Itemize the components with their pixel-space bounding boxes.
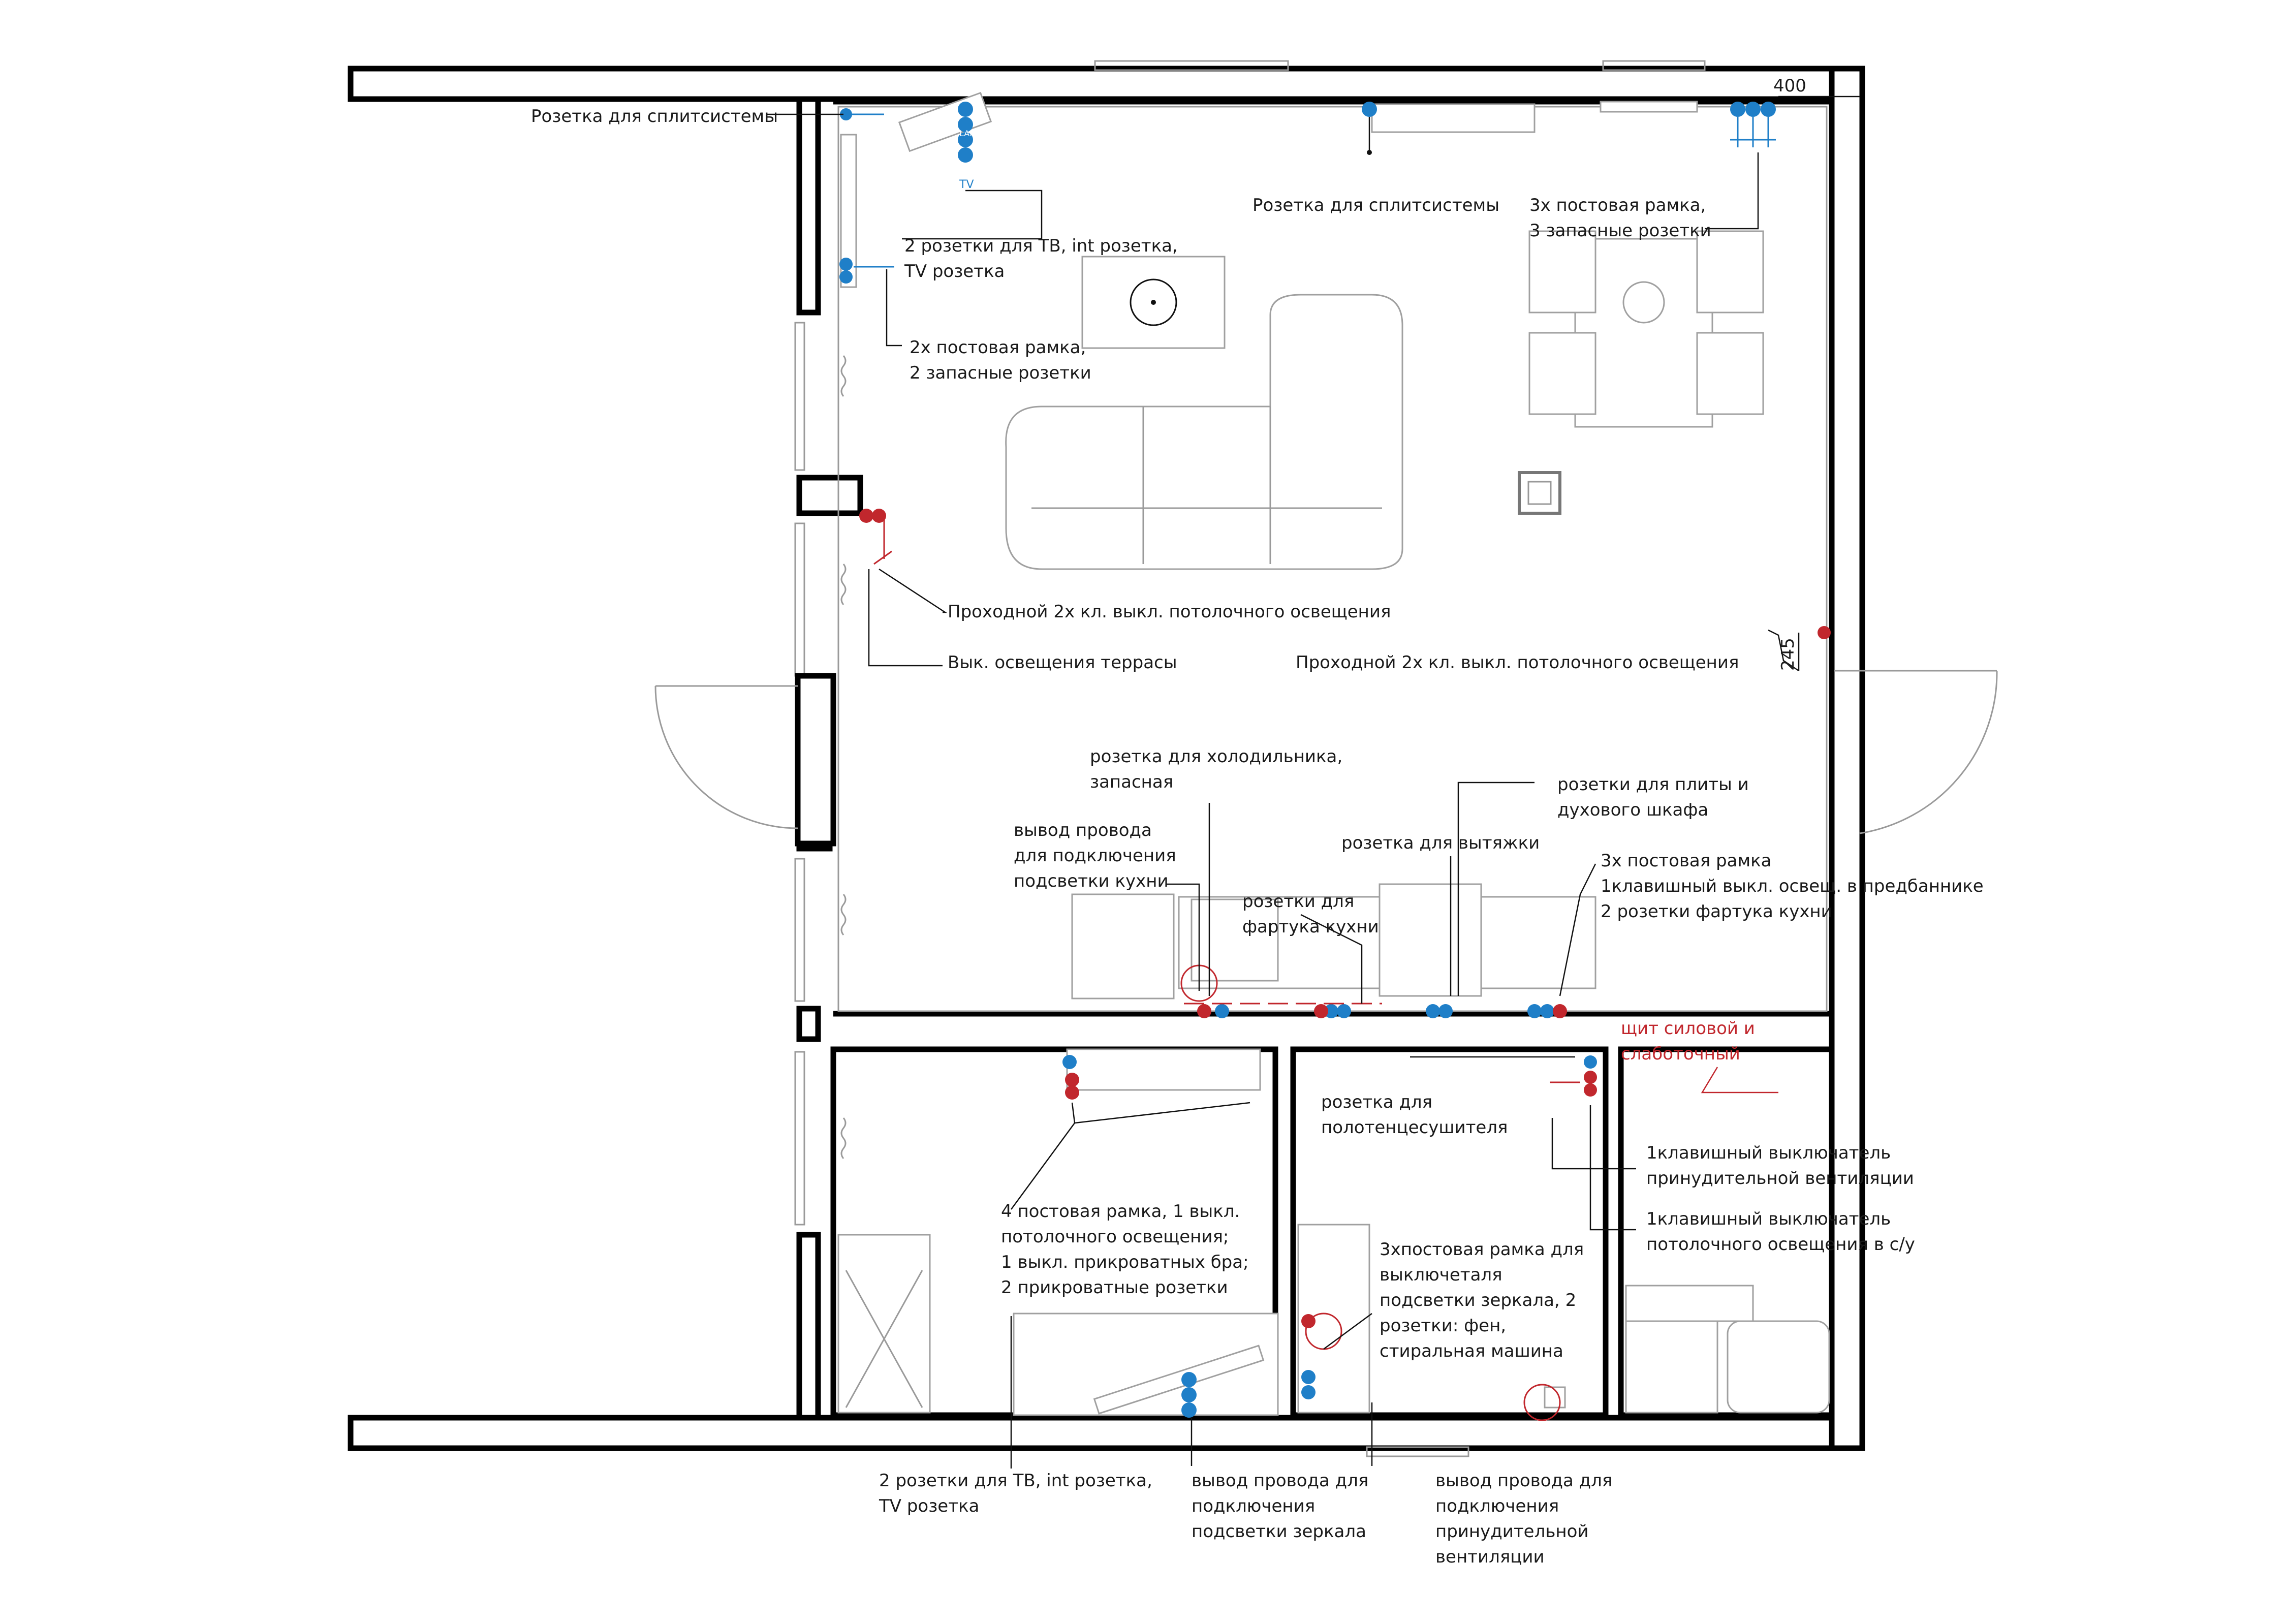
label-fridge-line2: запасная bbox=[1090, 772, 1173, 792]
dimension-245: 245 bbox=[1778, 638, 1798, 671]
furniture bbox=[837, 91, 1830, 1416]
label-mirror-frame-line1: 3хпостовая рамка для bbox=[1380, 1239, 1584, 1260]
entrance-door bbox=[1834, 670, 1998, 834]
label-hall-line1: 3х постовая рамка bbox=[1601, 851, 1771, 871]
label-apron-line2: фартука кухни bbox=[1242, 917, 1379, 937]
label-3x-frame-line2: 3 запасные розетки bbox=[1529, 221, 1711, 241]
label-bedroom-line1: 4 постовая рамка, 1 выкл. bbox=[1001, 1201, 1240, 1222]
label-fridge-line1: розетка для холодильника, bbox=[1090, 746, 1342, 767]
label-tv-sockets-bottom-line1: 2 розетки для ТВ, int розетка, bbox=[879, 1471, 1152, 1491]
label-split-system-center: Розетка для сплитсистемы bbox=[1252, 195, 1499, 215]
label-vent-wire-line4: вентиляции bbox=[1435, 1547, 1545, 1567]
label-wc-switch-line1: 1клавишный выключатель bbox=[1646, 1209, 1891, 1229]
label-vent-wire-line3: принудительной bbox=[1435, 1521, 1588, 1542]
label-apron-line1: розетки для bbox=[1242, 891, 1354, 912]
label-towel-line2: полотенцесушителя bbox=[1321, 1117, 1508, 1138]
top-windows bbox=[1094, 60, 1706, 1457]
tv-symbol: TV bbox=[959, 178, 974, 191]
annotations: Розетка для сплитсистемы 2 розетки для Т… bbox=[531, 106, 1984, 1567]
label-mirror-frame-line3: подсветки зеркала, 2 bbox=[1380, 1290, 1576, 1310]
label-mirror-wire-line3: подсветки зеркала bbox=[1192, 1521, 1366, 1542]
left-glazing bbox=[654, 322, 847, 1226]
label-stove-line2: духового шкафа bbox=[1557, 800, 1708, 820]
label-pass-switch-left: Проходной 2х кл. выкл. потолочного освещ… bbox=[948, 602, 1391, 622]
label-kitchen-light-line3: подсветки кухни bbox=[1014, 871, 1169, 891]
label-pass-switch-right: Проходной 2х кл. выкл. потолочного освещ… bbox=[1296, 652, 1739, 673]
label-tv-sockets-top-line2: TV розетка bbox=[904, 261, 1005, 282]
label-hood-socket: розетка для вытяжки bbox=[1341, 833, 1540, 853]
label-terrace-switch: Вык. освещения террасы bbox=[948, 652, 1177, 673]
label-panel-line2: слаботочный bbox=[1621, 1044, 1740, 1064]
label-3x-frame-line1: 3х постовая рамка, bbox=[1529, 195, 1706, 215]
label-bedroom-line2: потолочного освещения; bbox=[1001, 1227, 1229, 1247]
label-2x-frame-line1: 2х постовая рамка, bbox=[910, 337, 1086, 358]
dimension-400: 400 bbox=[1773, 76, 1806, 96]
leader-lines bbox=[767, 113, 1778, 1469]
label-hall-line3: 2 розетки фартука кухни bbox=[1601, 901, 1832, 922]
label-vent-switch-line1: 1клавишный выключатель bbox=[1646, 1143, 1891, 1163]
label-vent-switch-line2: принудительной вентиляции bbox=[1646, 1168, 1914, 1189]
label-vent-wire-line1: вывод провода для bbox=[1435, 1471, 1612, 1491]
socket-symbols: LAN TV bbox=[839, 102, 1776, 1418]
dimensions: 400 245 bbox=[1773, 76, 1860, 671]
label-towel-line1: розетка для bbox=[1321, 1092, 1432, 1112]
label-2x-frame-line2: 2 запасные розетки bbox=[910, 363, 1091, 383]
label-mirror-frame-line2: выключеталя bbox=[1380, 1265, 1502, 1285]
switch-symbols bbox=[859, 509, 1831, 1421]
label-vent-wire-line2: подключения bbox=[1435, 1496, 1559, 1516]
label-mirror-wire-line1: вывод провода для bbox=[1192, 1471, 1368, 1491]
label-bedroom-line3: 1 выкл. прикроватных бра; bbox=[1001, 1252, 1249, 1272]
label-mirror-wire-line2: подключения bbox=[1192, 1496, 1315, 1516]
label-hall-line2: 1клавишный выкл. освещ. в предбаннике bbox=[1601, 876, 1984, 896]
lan-symbol: LAN bbox=[959, 129, 976, 138]
label-mirror-frame-line5: стиральная машина bbox=[1380, 1341, 1563, 1361]
label-kitchen-light-line1: вывод провода bbox=[1014, 820, 1152, 840]
label-panel-line1: щит силовой и bbox=[1621, 1018, 1755, 1039]
label-kitchen-light-line2: для подключения bbox=[1014, 846, 1176, 866]
label-wc-switch-line2: потолочного освещения в с/у bbox=[1646, 1234, 1915, 1255]
label-tv-sockets-bottom-line2: TV розетка bbox=[879, 1496, 979, 1516]
label-stove-line1: розетки для плиты и bbox=[1557, 774, 1749, 795]
label-split-system-left: Розетка для сплитсистемы bbox=[531, 106, 778, 127]
label-bedroom-line4: 2 прикроватные розетки bbox=[1001, 1277, 1228, 1298]
label-tv-sockets-top-line1: 2 розетки для ТВ, int розетка, bbox=[904, 236, 1178, 256]
label-mirror-frame-line4: розетки: фен, bbox=[1380, 1316, 1506, 1336]
